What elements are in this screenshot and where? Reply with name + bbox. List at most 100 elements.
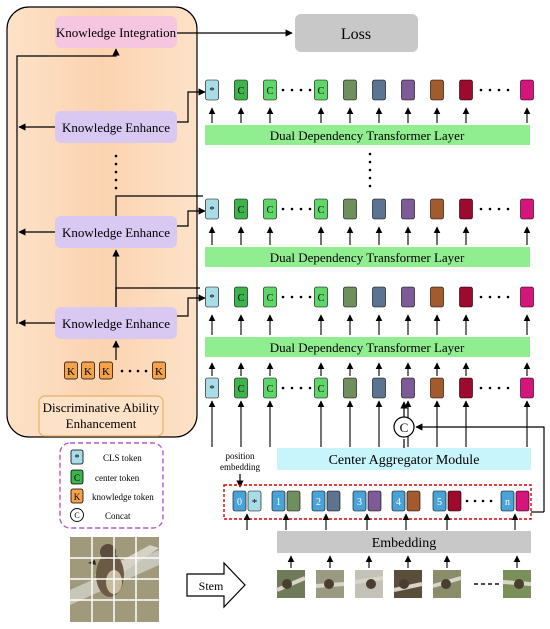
agg-text: Center Aggregator Module [329, 453, 480, 468]
token-symbol: * [209, 292, 215, 304]
token [459, 79, 473, 101]
token [205, 377, 219, 399]
pos2-text: embedding [220, 462, 260, 472]
token [343, 377, 357, 399]
patch-token [447, 490, 462, 512]
position-index: n [505, 497, 510, 508]
token-symbol: * [252, 497, 258, 509]
token [314, 377, 328, 399]
token-symbol: C [318, 293, 325, 304]
knowledge-enhance-label: Knowledge Enhance [62, 316, 170, 331]
transformer-layer-label: Dual Dependency Transformer Layer [270, 250, 465, 265]
token [520, 286, 534, 308]
position-token [391, 490, 406, 512]
svg-text:K: K [74, 492, 81, 502]
knowledge-token-letter: K [155, 366, 163, 378]
concat-text: C [400, 420, 409, 435]
position-token [352, 490, 367, 512]
token [372, 286, 386, 308]
loss-text: Loss [341, 26, 371, 43]
transformer-layer-bottom: Dual Dependency Transformer Layer [205, 337, 530, 357]
bird-image-grid [70, 537, 159, 622]
knowledge-enhance-node-top: Knowledge Enhance [55, 111, 177, 143]
token [401, 79, 415, 101]
token [430, 198, 444, 220]
integration-text: Knowledge Integration [56, 25, 177, 40]
knowledge-integration-node: Knowledge Integration [55, 16, 177, 48]
embedded-patch-row [223, 484, 532, 520]
token [372, 79, 386, 101]
position-index: 1 [276, 497, 281, 508]
token [430, 286, 444, 308]
position-token [232, 490, 247, 512]
token [234, 198, 248, 220]
token [205, 79, 219, 101]
token-symbol: C [267, 384, 274, 395]
token [263, 198, 277, 220]
emb-text: Embedding [372, 536, 437, 551]
leg-center-text: center token [95, 473, 140, 483]
token-symbol: C [267, 205, 274, 216]
svg-text:C: C [74, 473, 80, 483]
knowledge-token [64, 361, 78, 380]
knowledge-enhance-node-bottom: Knowledge Enhance [55, 307, 177, 339]
position-index: 3 [357, 497, 362, 508]
token [263, 377, 277, 399]
patch-token [326, 490, 341, 512]
vertical-ellipsis-right [368, 152, 372, 188]
token [459, 286, 473, 308]
token-symbol: C [318, 384, 325, 395]
transformer-layer-middle: Dual Dependency Transformer Layer [205, 247, 530, 267]
token [430, 377, 444, 399]
transformer-layer-label: Dual Dependency Transformer Layer [270, 128, 465, 143]
patch-token [406, 490, 421, 512]
token-symbol: C [267, 293, 274, 304]
concat-node: C [393, 416, 415, 438]
knowledge-enhance-label: Knowledge Enhance [62, 120, 170, 135]
position-token [500, 490, 515, 512]
token [314, 198, 328, 220]
patch-token [515, 490, 530, 512]
position-token [432, 490, 447, 512]
pos1-text: position [225, 451, 255, 461]
token [234, 79, 248, 101]
token [234, 286, 248, 308]
svg-text:*: * [75, 453, 80, 464]
token [520, 377, 534, 399]
position-token [271, 490, 286, 512]
knowledge-token [81, 361, 95, 380]
token-symbol: * [209, 383, 215, 395]
patch-token [367, 490, 382, 512]
svg-text:C: C [74, 511, 79, 520]
knowledge-token-letter: K [84, 366, 92, 378]
token [401, 377, 415, 399]
token-symbol: C [267, 86, 274, 97]
token [314, 79, 328, 101]
token [343, 79, 357, 101]
knowledge-enhance-label: Knowledge Enhance [62, 225, 170, 240]
token [234, 377, 248, 399]
position-index: 2 [316, 497, 321, 508]
token-symbol: * [209, 204, 215, 216]
token [372, 198, 386, 220]
vertical-ellipsis-left [114, 154, 118, 190]
token [520, 198, 534, 220]
leg-k-text: knowledge token [92, 492, 154, 502]
token [343, 198, 357, 220]
token [401, 198, 415, 220]
token [205, 286, 219, 308]
token [459, 198, 473, 220]
token [459, 377, 473, 399]
token-symbol: C [318, 86, 325, 97]
token [430, 79, 444, 101]
position-index: 0 [237, 497, 242, 508]
title1-text: Discriminative Ability [43, 400, 160, 415]
token-symbol: * [209, 85, 215, 97]
transformer-layer-top: Dual Dependency Transformer Layer [205, 125, 530, 145]
knowledge-token-letter: K [67, 366, 75, 378]
center-aggregator-module: Center Aggregator Module [277, 448, 531, 470]
